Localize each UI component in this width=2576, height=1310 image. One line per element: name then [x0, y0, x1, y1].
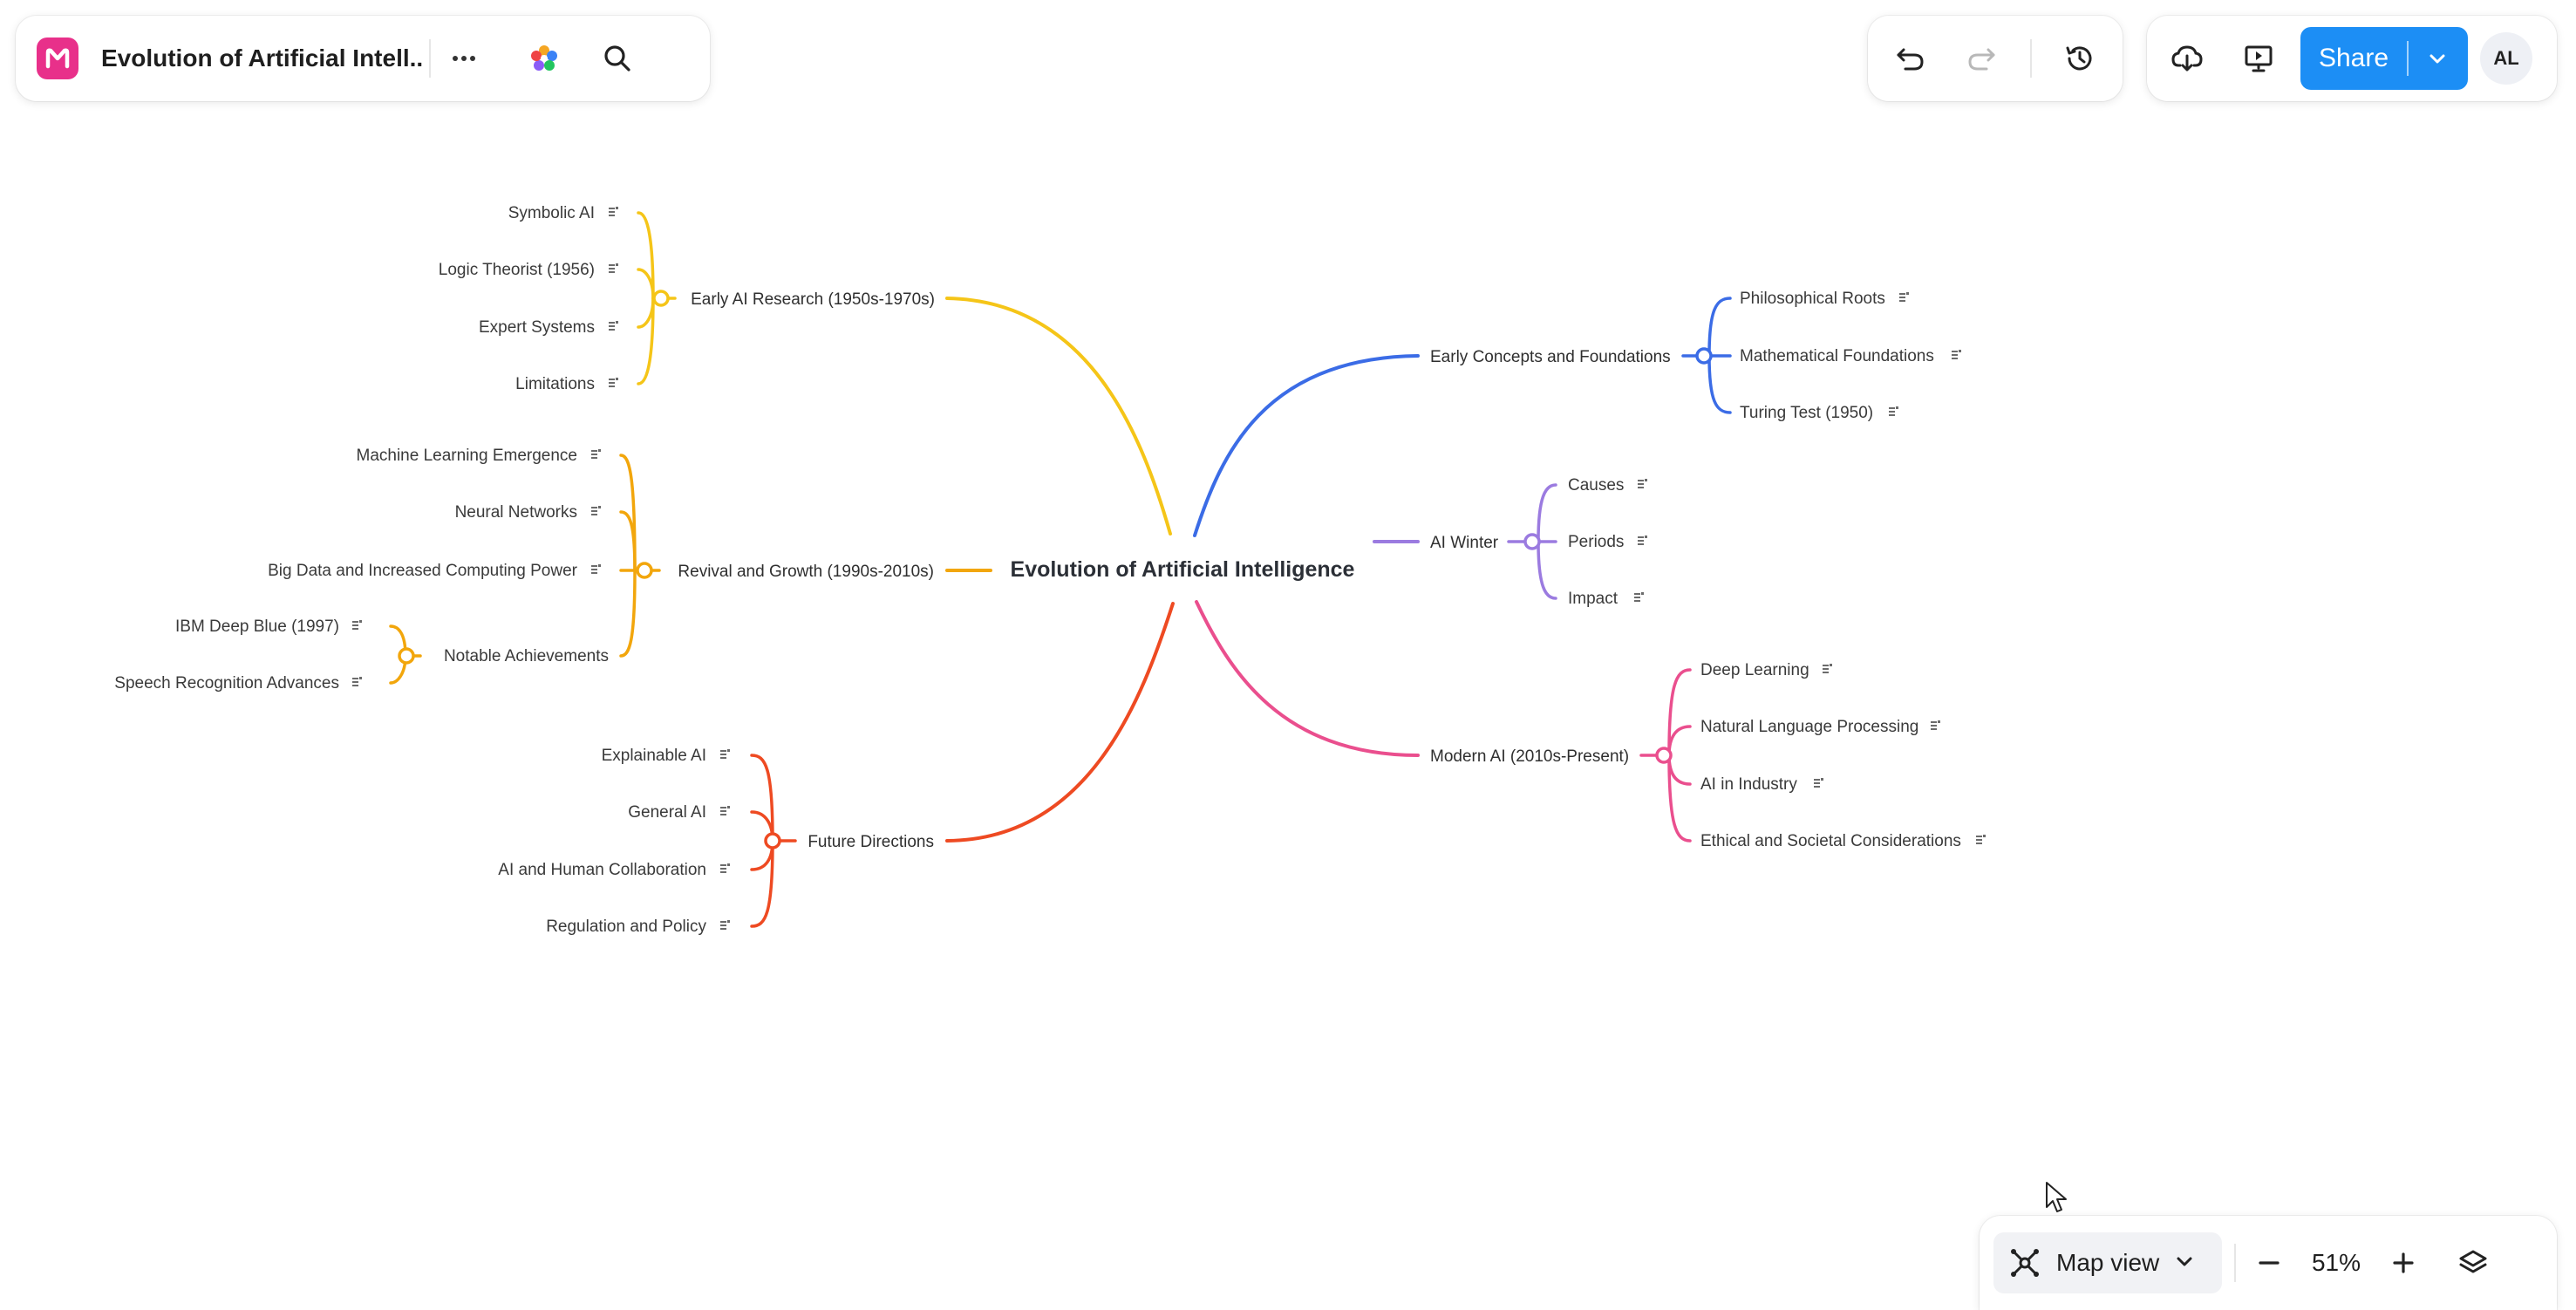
note-icon[interactable]	[591, 564, 601, 574]
mouse-cursor-icon	[2046, 1182, 2067, 1212]
zoom-out-icon[interactable]	[2241, 1235, 2297, 1291]
note-icon[interactable]	[352, 677, 362, 686]
node-regulation-policy[interactable]: Regulation and Policy	[546, 918, 706, 936]
document-header: Evolution of Artificial Intell...	[16, 16, 710, 101]
node-limitations[interactable]: Limitations	[515, 375, 595, 393]
collapse-toggle-modern-ai[interactable]	[1655, 747, 1673, 764]
note-icon[interactable]	[1823, 664, 1832, 673]
note-icon[interactable]	[591, 449, 601, 459]
share-label: Share	[2318, 44, 2389, 72]
note-icon[interactable]	[1814, 778, 1823, 788]
collapse-toggle-early-concepts[interactable]	[1695, 347, 1713, 365]
note-icon[interactable]	[609, 321, 618, 331]
map-view-label: Map view	[2056, 1249, 2160, 1276]
node-ibm-deep-blue[interactable]: IBM Deep Blue (1997)	[175, 617, 339, 636]
note-icon[interactable]	[1952, 350, 1961, 359]
view-controls: Map view 51%	[1980, 1216, 2557, 1310]
branch-future-directions[interactable]: Future Directions	[808, 833, 934, 851]
chevron-down-icon[interactable]	[2409, 47, 2466, 70]
divider	[2234, 1244, 2236, 1282]
node-general-ai[interactable]: General AI	[628, 803, 706, 822]
branch-modern-ai[interactable]: Modern AI (2010s-Present)	[1430, 747, 1629, 766]
note-icon[interactable]	[1889, 406, 1898, 416]
avatar[interactable]: AL	[2480, 32, 2532, 85]
branch-ai-winter[interactable]: AI Winter	[1430, 534, 1499, 552]
note-icon[interactable]	[1638, 479, 1647, 488]
node-philosophical-roots[interactable]: Philosophical Roots	[1740, 290, 1885, 308]
note-icon[interactable]	[1638, 536, 1647, 545]
node-machine-learning-emergence[interactable]: Machine Learning Emergence	[357, 447, 578, 465]
connector-early-ai-research	[945, 297, 1172, 536]
note-icon[interactable]	[1899, 292, 1909, 302]
document-title[interactable]: Evolution of Artificial Intell...	[101, 44, 424, 72]
connector-future-directions	[945, 602, 1175, 843]
note-icon[interactable]	[609, 263, 618, 273]
history-toolbar	[1868, 16, 2123, 101]
note-icon[interactable]	[352, 620, 362, 630]
note-icon[interactable]	[1931, 720, 1940, 730]
note-icon[interactable]	[720, 863, 730, 873]
node-nlp[interactable]: Natural Language Processing	[1700, 718, 1918, 736]
branch-early-concepts[interactable]: Early Concepts and Foundations	[1430, 348, 1671, 366]
node-deep-learning[interactable]: Deep Learning	[1700, 661, 1809, 679]
node-turing-test[interactable]: Turing Test (1950)	[1740, 404, 1873, 422]
map-view-dropdown[interactable]: Map view	[1993, 1232, 2222, 1293]
node-speech-recognition[interactable]: Speech Recognition Advances	[114, 674, 339, 693]
collapse-toggle-revival-growth[interactable]	[636, 562, 653, 579]
layers-icon[interactable]	[2445, 1235, 2501, 1291]
branch-early-ai-research[interactable]: Early AI Research (1950s-1970s)	[691, 290, 935, 309]
node-periods[interactable]: Periods	[1568, 533, 1624, 551]
divider	[2029, 39, 2032, 78]
note-icon[interactable]	[1976, 835, 1986, 844]
app-logo-icon[interactable]	[37, 38, 78, 79]
zoom-level[interactable]: 51%	[2311, 1249, 2361, 1276]
note-icon[interactable]	[720, 749, 730, 759]
node-impact[interactable]: Impact	[1568, 590, 1619, 608]
node-ethical-societal[interactable]: Ethical and Societal Considerations	[1700, 832, 1961, 850]
map-view-icon	[2006, 1244, 2044, 1282]
download-cloud-icon[interactable]	[2159, 31, 2215, 86]
more-options-icon[interactable]	[436, 31, 492, 86]
note-icon[interactable]	[720, 806, 730, 815]
present-icon[interactable]	[2231, 31, 2286, 86]
undo-icon[interactable]	[1883, 31, 1939, 86]
search-icon[interactable]	[589, 31, 645, 86]
node-neural-networks[interactable]: Neural Networks	[455, 503, 577, 522]
branch-revival-growth[interactable]: Revival and Growth (1990s-2010s)	[678, 563, 934, 581]
divider	[2407, 41, 2409, 76]
collapse-toggle-notable-achievements[interactable]	[398, 647, 415, 665]
node-mathematical-foundations[interactable]: Mathematical Foundations	[1740, 347, 1934, 365]
note-icon[interactable]	[1634, 592, 1644, 602]
theme-palette-icon[interactable]	[516, 31, 572, 86]
note-icon[interactable]	[720, 920, 730, 930]
collapse-toggle-early-ai-research[interactable]	[652, 290, 670, 307]
note-icon[interactable]	[609, 378, 618, 387]
chevron-down-icon	[2173, 1250, 2196, 1277]
collapse-toggle-ai-winter[interactable]	[1523, 533, 1541, 550]
node-ai-human-collaboration[interactable]: AI and Human Collaboration	[498, 861, 706, 879]
node-expert-systems[interactable]: Expert Systems	[479, 318, 595, 337]
version-history-icon[interactable]	[2052, 31, 2108, 86]
divider	[429, 39, 431, 78]
share-button[interactable]: Share	[2300, 27, 2468, 90]
note-icon[interactable]	[591, 506, 601, 515]
root-topic[interactable]: Evolution of Artificial Intelligence	[1011, 557, 1355, 582]
node-notable-achievements[interactable]: Notable Achievements	[444, 647, 609, 665]
zoom-in-icon[interactable]	[2375, 1235, 2431, 1291]
share-toolbar: Share AL	[2147, 16, 2557, 101]
node-big-data[interactable]: Big Data and Increased Computing Power	[268, 562, 578, 580]
note-icon[interactable]	[609, 207, 618, 216]
node-symbolic-ai[interactable]: Symbolic AI	[508, 204, 595, 222]
node-ai-in-industry[interactable]: AI in Industry	[1700, 775, 1797, 794]
collapse-toggle-future-directions[interactable]	[764, 832, 781, 849]
early-ai-research-children-connectors	[637, 211, 677, 385]
node-logic-theorist[interactable]: Logic Theorist (1956)	[439, 261, 595, 279]
redo-icon[interactable]	[1953, 31, 2009, 86]
node-causes[interactable]: Causes	[1568, 476, 1624, 495]
connector-modern-ai	[1195, 600, 1420, 757]
connector-early-concepts	[1193, 354, 1420, 537]
node-explainable-ai[interactable]: Explainable AI	[602, 747, 706, 765]
